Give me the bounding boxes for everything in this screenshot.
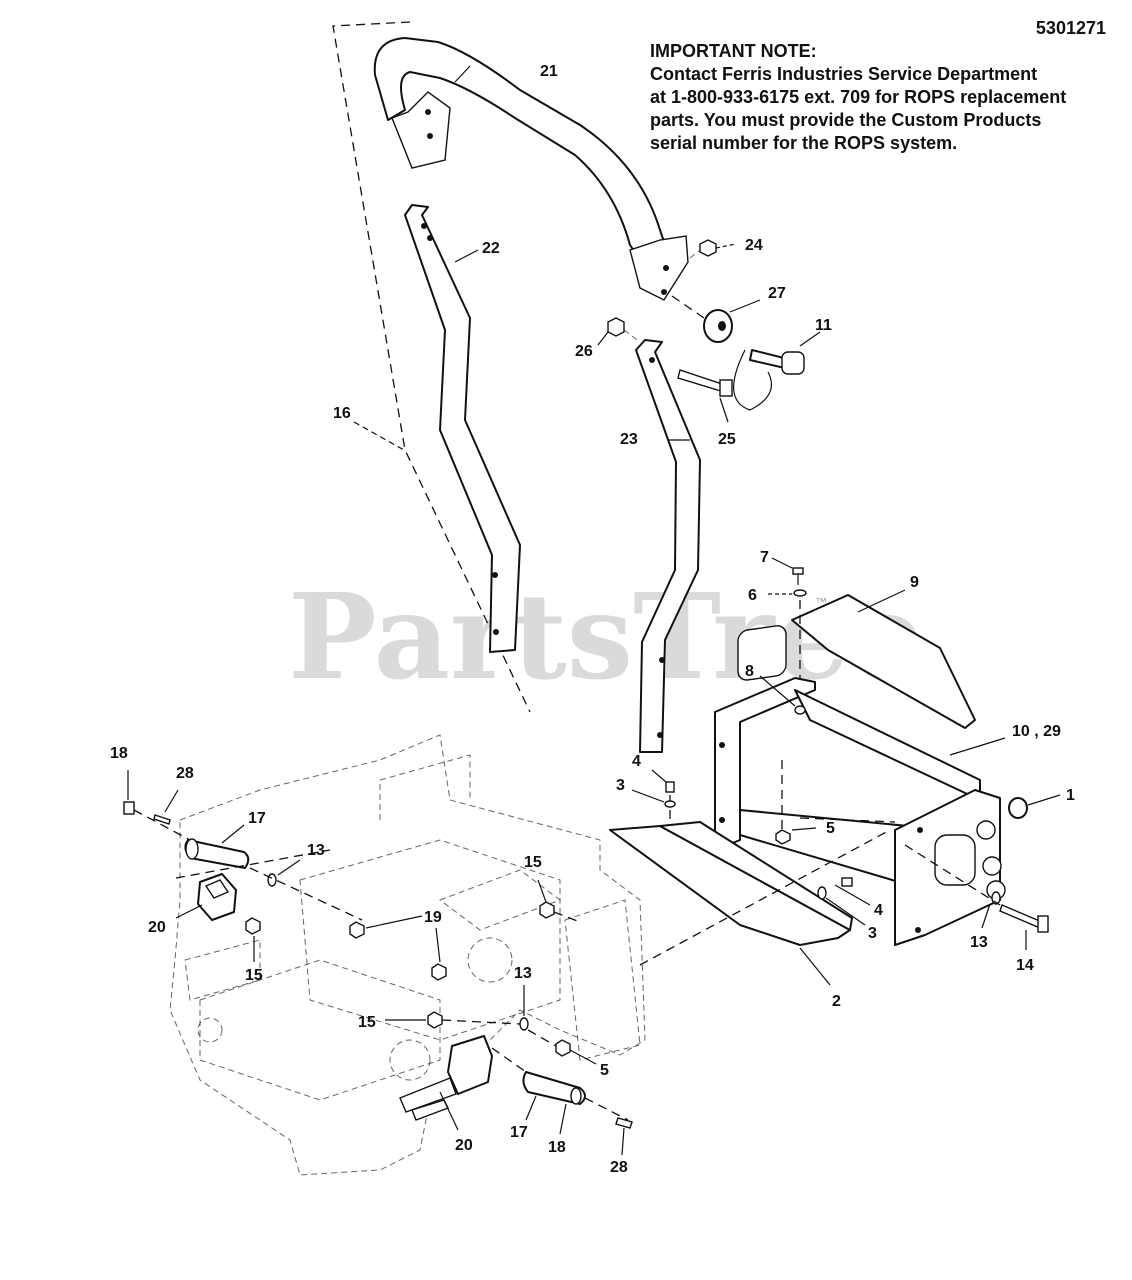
callout-13-upper: 13 (307, 842, 325, 859)
callout-11: 11 (815, 317, 832, 334)
part-8-spacer[interactable] (759, 675, 806, 715)
callout-22: 22 (482, 240, 500, 257)
callout-6: 6 (748, 587, 757, 604)
callout-27: 27 (768, 285, 786, 302)
callout-4-lower: 4 (874, 902, 883, 919)
assembly-16-outline (332, 21, 531, 713)
callout-25: 25 (718, 431, 736, 448)
callout-3-upper: 3 (616, 777, 625, 794)
callout-26: 26 (575, 343, 593, 360)
callout-17-lower: 17 (510, 1124, 528, 1141)
callout-28-upper: 28 (176, 765, 194, 782)
part-15-nut-top[interactable] (537, 879, 581, 923)
part-15-nut-upper-left[interactable] (245, 917, 261, 962)
part-17-arm-upper[interactable] (184, 824, 250, 869)
callout-4-upper: 4 (632, 753, 641, 770)
note-line: at 1-800-933-6175 ext. 709 for ROPS repl… (650, 87, 1067, 107)
part-14-bolt[interactable] (904, 844, 1049, 950)
callout-1: 1 (1066, 787, 1075, 804)
callout-21: 21 (540, 63, 558, 80)
part-13-washer-upper-left[interactable] (249, 859, 363, 921)
callout-17-upper: 17 (248, 810, 266, 827)
callout-10-29: 10 , 29 (1012, 723, 1061, 740)
part-26-nut[interactable] (597, 317, 641, 346)
callout-24: 24 (745, 237, 763, 254)
callout-20-upper: 20 (148, 919, 166, 936)
callout-5-upper: 5 (826, 820, 835, 837)
part-7-bolt[interactable] (771, 557, 804, 585)
callout-18-upper: 18 (110, 745, 128, 762)
note-line: Contact Ferris Industries Service Depart… (650, 64, 1038, 84)
callout-23: 23 (620, 431, 638, 448)
mower-frame-ghost (169, 734, 646, 1176)
callout-14: 14 (1016, 957, 1034, 974)
callout-7: 7 (760, 549, 769, 566)
note-heading: IMPORTANT NOTE: (650, 41, 817, 61)
part-22-left-upright[interactable] (404, 204, 521, 653)
callout-28-lower: 28 (610, 1159, 628, 1176)
part-28-pin-upper[interactable] (153, 789, 179, 825)
part-17-arm-lower[interactable] (491, 1047, 586, 1121)
part-5-nut-lower[interactable] (527, 1029, 597, 1065)
callout-8: 8 (745, 663, 754, 680)
part-9-shield[interactable] (791, 589, 976, 729)
part-18-pin-lower[interactable] (559, 1097, 629, 1135)
part-10-29-frame[interactable] (714, 625, 1006, 946)
callout-labels: 21 22 16 24 27 11 26 25 23 7 6 9 8 10 , … (110, 63, 1075, 1176)
part-19-nut[interactable] (349, 915, 447, 981)
note-line: serial number for the ROPS system. (650, 133, 958, 153)
part-28-bolt-lower[interactable] (615, 1117, 633, 1156)
note-line: parts. You must provide the Custom Produ… (650, 110, 1042, 130)
callout-15-left: 15 (245, 967, 263, 984)
part-2-channel[interactable] (609, 817, 896, 986)
part-25-bolt[interactable] (677, 369, 733, 423)
part-13-washer-lower-left[interactable] (519, 985, 529, 1031)
part-4-bolt-upper[interactable] (651, 769, 675, 830)
callout-18-lower: 18 (548, 1139, 566, 1156)
callout-19: 19 (424, 909, 442, 926)
callout-2: 2 (832, 993, 841, 1010)
part-20-switch-lower[interactable] (399, 1035, 493, 1131)
part-24-nut[interactable] (689, 239, 737, 259)
callout-15-top: 15 (524, 854, 542, 871)
part-18-bolt-upper[interactable] (123, 770, 191, 841)
part-11-hitch-pin[interactable] (733, 331, 821, 411)
callout-13-right: 13 (970, 934, 988, 951)
part-15-nut-lower-left[interactable] (385, 1011, 521, 1029)
part-3-washer-upper[interactable] (631, 789, 676, 808)
part-20-switch-upper[interactable] (175, 849, 331, 921)
part-27-spacer[interactable] (671, 295, 761, 343)
part-3-washer-lower[interactable] (817, 886, 866, 926)
callout-13-lower: 13 (514, 965, 532, 982)
callout-9: 9 (910, 574, 919, 591)
document-number: 5301271 (1035, 18, 1106, 38)
part-4-bolt-lower[interactable] (834, 877, 871, 906)
part-5-nut-upper[interactable] (775, 760, 817, 845)
callout-16: 16 (333, 405, 351, 422)
important-note: IMPORTANT NOTE: Contact Ferris Industrie… (650, 40, 1110, 155)
callout-5-lower: 5 (600, 1062, 609, 1079)
callout-20-lower: 20 (455, 1137, 473, 1154)
callout-3-lower: 3 (868, 925, 877, 942)
callout-15-lower: 15 (358, 1014, 376, 1031)
part-21-upper-hoop[interactable] (373, 37, 689, 301)
part-23-right-upright[interactable] (635, 339, 701, 753)
part-1-plug[interactable] (1008, 794, 1061, 819)
